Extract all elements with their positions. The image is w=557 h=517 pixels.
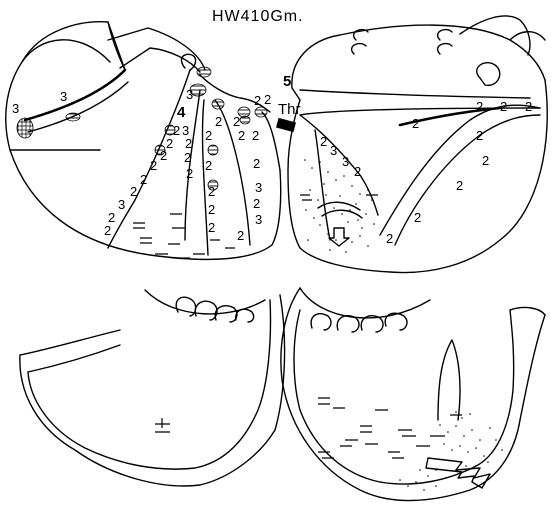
grade-label: 2 [238,128,245,143]
grade-label: 2 [253,156,260,171]
top-left-heart-section: 3 3 3 4 3 2 2 2 2 2 2 3 2 2 2 2 2 2 2 2 … [6,22,281,260]
grade-label: 3 [255,180,262,195]
diagram-title: HW410Gm. [212,8,304,25]
grade-label: 2 [456,178,463,193]
grade-label: 2 [208,184,215,199]
bottom-left-heart-section [20,290,285,486]
grade-label: 2 [254,93,261,108]
label-thr: Thr [278,101,301,118]
bottom-right-heart-section [281,288,545,501]
grade-label: 2 [185,136,192,151]
grade-label: 2 [205,128,212,143]
grade-label: 2 [264,92,271,107]
grade-label: 2 [354,164,361,179]
grade-label: 2 [130,184,137,199]
grade-label: 2 [500,99,507,114]
grade-label: 3 [342,154,349,169]
grade-label: 2 [237,228,244,243]
grade-label: 2 [104,223,111,238]
grade-label: 3 [12,101,19,116]
grade-label: 2 [150,158,157,173]
scar-dash-marks [318,398,462,458]
grade-label: 3 [330,143,337,158]
grade-label: 2 [186,166,193,181]
grade-label: 2 [482,153,489,168]
grade-label: 2 [412,116,419,131]
grade-label: 2 [414,210,421,225]
grade-label: 2 [205,158,212,173]
scar-dash-marks [133,214,235,258]
grade-label: 3 [186,87,193,102]
grade-label: 2 [320,134,327,149]
grade-label: 2 [208,220,215,235]
grade-label: 2 [253,196,260,211]
stippled-region [304,159,375,253]
grade-label: 3 [255,212,262,227]
grade-label: 2 [525,99,532,114]
label-five: 5 [283,73,291,90]
grade-label: 2 [160,148,167,163]
grade-label: 2 [184,150,191,165]
grade-label: 2 [252,128,259,143]
label-four: 4 [177,104,186,121]
scar-dash-marks [300,195,378,200]
top-right-heart-section: 5 Thr 2 2 2 2 2 2 3 3 2 2 2 2 2 2 [264,16,547,273]
grade-label: 3 [60,89,67,104]
grade-label: 2 [215,114,222,129]
grade-label: 2 [233,114,240,129]
grade-label: 2 [173,123,180,138]
grade-label: 2 [140,172,147,187]
grade-label: 2 [386,231,393,246]
grade-label: 2 [476,128,483,143]
grade-label: 2 [476,99,483,114]
grade-label: 3 [118,197,125,212]
grade-label: 2 [208,202,215,217]
